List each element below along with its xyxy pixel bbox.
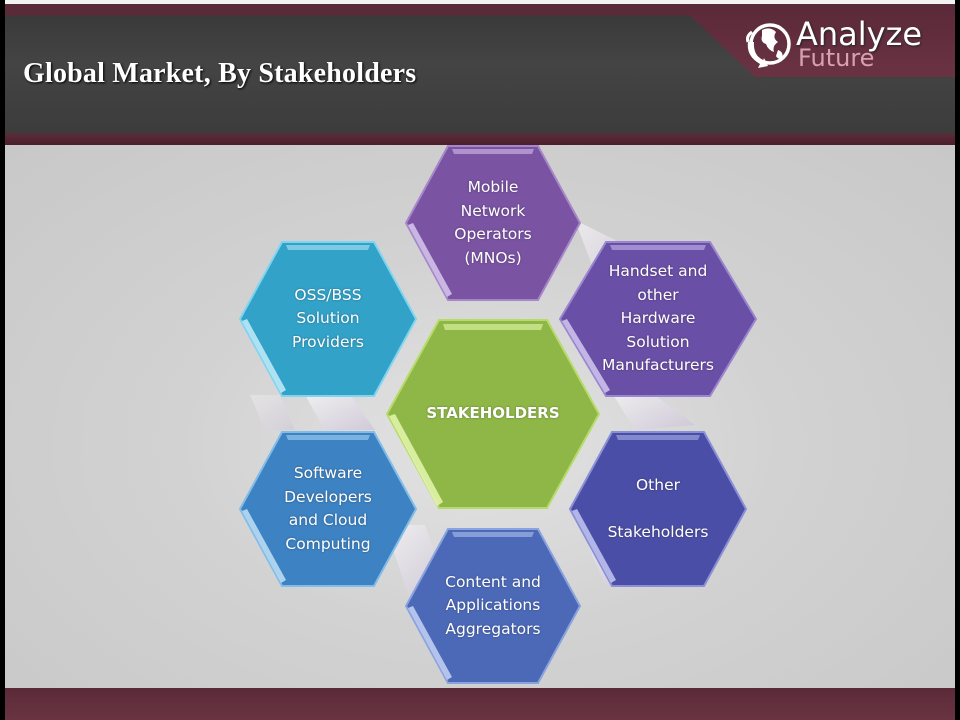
hexagon-shape — [238, 431, 418, 587]
slide: Global Market, By Stakeholders Analyze F… — [5, 0, 955, 720]
globe-arrows-icon — [746, 23, 791, 68]
hexagon-shape — [404, 528, 582, 684]
node-label: Handset and other Hardware Solution Manu… — [602, 262, 714, 375]
node-label: Mobile Network Operators (MNOs) — [454, 178, 532, 267]
hexagon-shape — [558, 241, 758, 397]
node-label: Software Developers and Cloud Computing — [284, 464, 372, 553]
hex-center-stakeholders: STAKEHOLDERS — [385, 318, 601, 510]
hexagon-shape — [385, 319, 601, 509]
top-border — [5, 0, 955, 4]
hex-other-stakeholders: Other Stakeholders — [568, 430, 748, 588]
hex-software-developers-cloud: Software Developers and Cloud Computing — [238, 430, 418, 588]
hex-handset-hardware-manufacturers: Handset and other Hardware Solution Manu… — [558, 240, 758, 398]
hexagon-shape — [238, 241, 418, 397]
hexagon-shape — [404, 145, 582, 301]
hex-mobile-network-operators: Mobile Network Operators (MNOs) — [404, 144, 582, 302]
logo-text-future: Future — [798, 44, 875, 72]
hexagon-shape — [568, 431, 748, 587]
node-label: Other Stakeholders — [607, 475, 709, 541]
logo: Analyze Future — [740, 15, 940, 76]
center-label: STAKEHOLDERS — [426, 404, 560, 423]
node-label: Content and Applications Aggregators — [445, 572, 541, 638]
page-title: Global Market, By Stakeholders — [23, 58, 417, 89]
node-label: OSS/BSS Solution Providers — [292, 285, 364, 351]
logo-text-analyze: Analyze — [796, 15, 923, 53]
footer-bar — [5, 688, 955, 720]
hex-content-applications-aggregators: Content and Applications Aggregators — [404, 527, 582, 685]
hex-oss-bss-solution-providers: OSS/BSS Solution Providers — [238, 240, 418, 398]
